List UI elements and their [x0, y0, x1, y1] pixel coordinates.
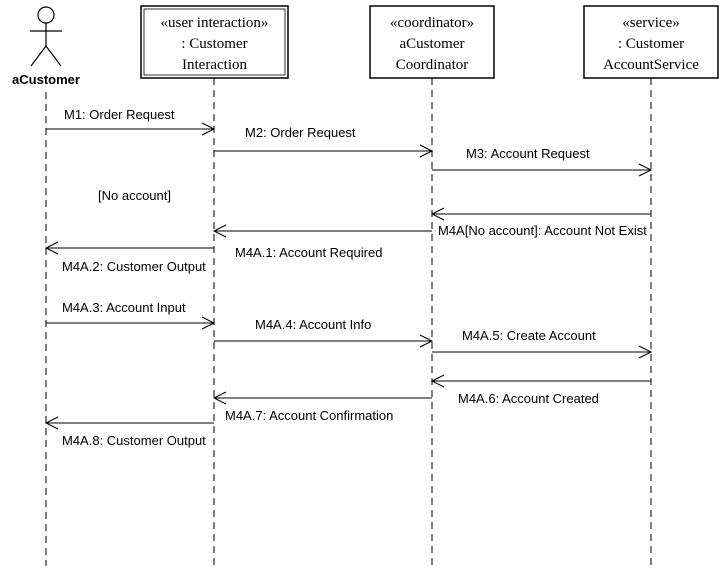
object-box-customer-coordinator: «coordinator» aCustomer Coordinator [369, 5, 495, 79]
message-label: M2: Order Request [245, 125, 356, 140]
message-arrowhead [419, 334, 434, 348]
object-name-line2: Interaction [182, 57, 247, 73]
message-arrowhead [212, 391, 227, 405]
actor-figure [30, 6, 62, 67]
object-box-customer-account-service: «service» : Customer AccountService [583, 5, 719, 79]
message-8: M4A.4: Account Info [214, 317, 434, 348]
message-label: M4A.6: Account Created [458, 391, 599, 406]
message-label: M4A.2: Customer Output [62, 259, 206, 274]
message-arrowhead [44, 241, 59, 255]
object-name-line1: : Customer [181, 36, 247, 52]
message-arrowhead [201, 122, 216, 136]
message-12: M4A.8: Customer Output [44, 416, 214, 448]
message-4: M4A[No account]: Account Not Exist [430, 207, 651, 238]
message-label: M4A.4: Account Info [255, 317, 371, 332]
message-arrowhead [419, 144, 434, 158]
message-arrowhead [212, 224, 227, 238]
message-label: M4A.5: Create Account [462, 328, 596, 343]
message-arrowhead [201, 316, 216, 330]
object-name-line2: Coordinator [396, 57, 469, 73]
message-2: M2: Order Request [214, 125, 434, 158]
object-stereotype: «coordinator» [390, 15, 474, 31]
object-stereotype: «service» [622, 15, 679, 31]
message-label: M4A.8: Customer Output [62, 433, 206, 448]
object-name-line1: aCustomer [400, 36, 465, 52]
message-arrowhead [44, 416, 59, 430]
message-label: M4A.3: Account Input [62, 300, 186, 315]
message-label: M4A.1: Account Required [235, 245, 382, 260]
condition-label: [No account] [98, 188, 171, 203]
lifelines [45, 78, 652, 570]
object-box-customer-interaction: «user interaction» : Customer Interactio… [140, 5, 289, 79]
message-3: M3: Account Request [432, 146, 653, 177]
message-label: M4A.7: Account Confirmation [225, 408, 393, 423]
message-arrowhead [430, 374, 445, 388]
message-arrowhead [430, 207, 445, 221]
object-name-line1: : Customer [618, 36, 684, 52]
message-label: M4A[No account]: Account Not Exist [438, 223, 647, 238]
message-arrowhead [638, 345, 653, 359]
message-label: M3: Account Request [466, 146, 590, 161]
message-arrowhead [638, 163, 653, 177]
message-7: M4A.3: Account Input [46, 300, 216, 330]
object-stereotype: «user interaction» [161, 15, 269, 31]
message-6: M4A.2: Customer Output [44, 241, 214, 274]
message-10: M4A.6: Account Created [430, 374, 651, 406]
actor-label: aCustomer [12, 72, 80, 87]
message-5: M4A.1: Account Required [212, 224, 432, 260]
message-label: M1: Order Request [64, 107, 175, 122]
actor-head [37, 6, 55, 24]
message-11: M4A.7: Account Confirmation [212, 391, 432, 423]
object-name-line2: AccountService [603, 57, 699, 73]
message-1: M1: Order Request [46, 107, 216, 136]
message-9: M4A.5: Create Account [432, 328, 653, 359]
